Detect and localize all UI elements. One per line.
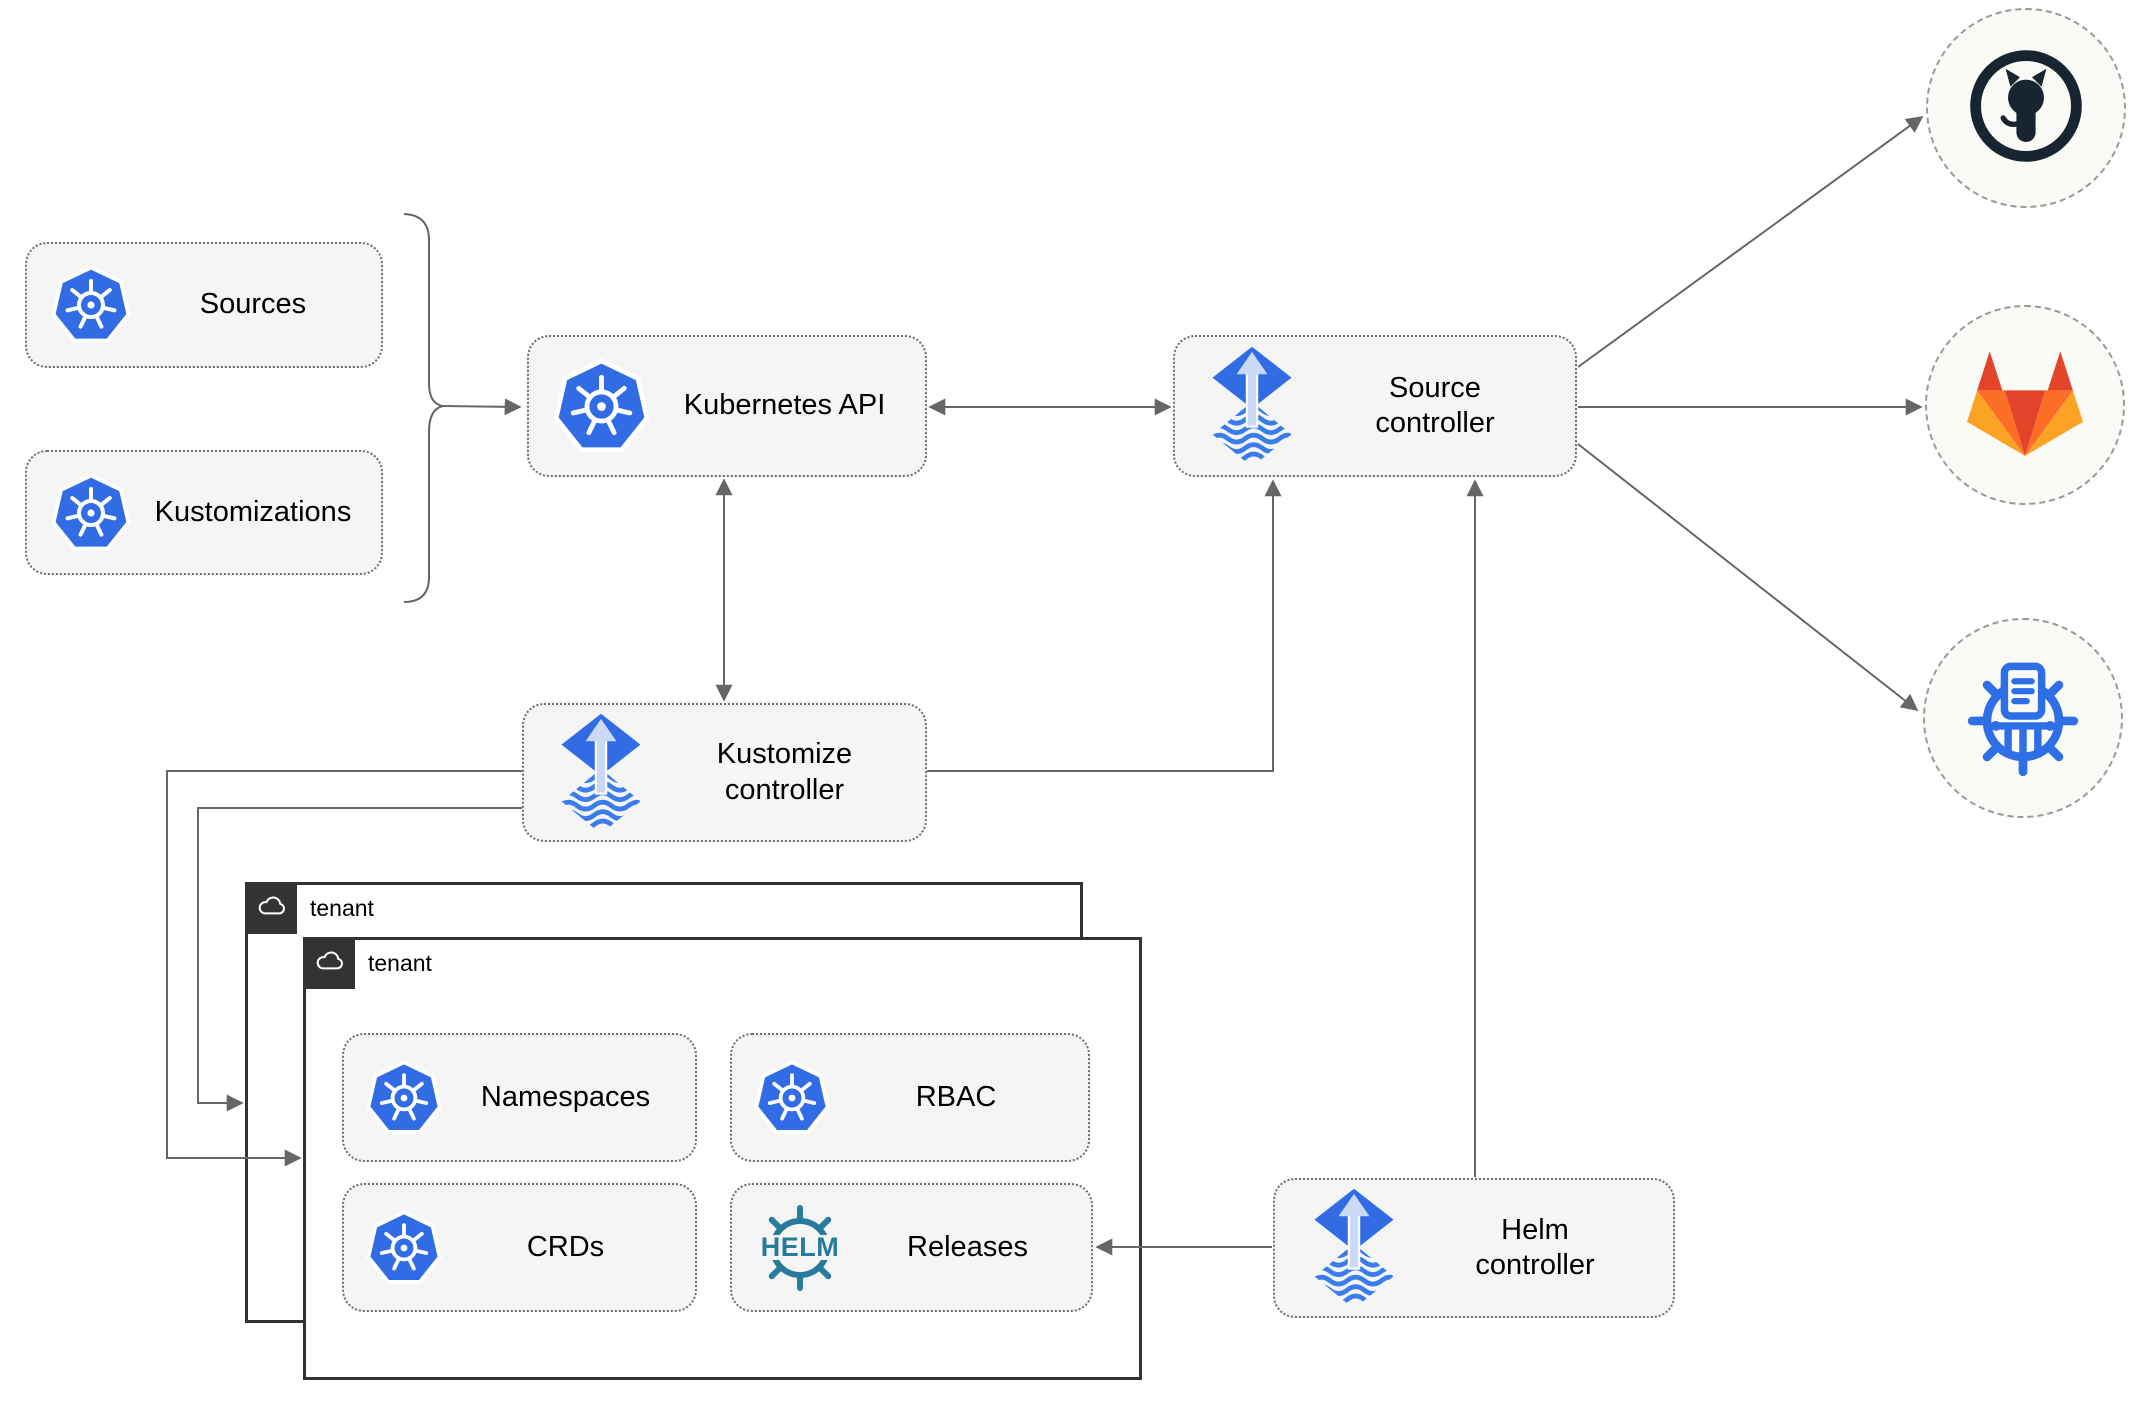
tenant-tab: [245, 882, 297, 934]
flux-icon: [1311, 1187, 1397, 1309]
node-rbac-label: RBAC: [915, 1080, 997, 1113]
node-namespaces-label: Namespaces: [480, 1080, 651, 1113]
github-octocat-icon: [1966, 46, 2086, 171]
node-kustomize-controller: Kustomize controller: [522, 703, 927, 842]
tenant-tab: [303, 937, 355, 989]
node-helm-controller: Helm controller: [1273, 1178, 1675, 1318]
helm-logo-text: HELM: [761, 1232, 840, 1262]
node-releases-label: Releases: [907, 1230, 1028, 1263]
node-kustomize-controller-label: Kustomize controller: [716, 738, 853, 806]
tenant-label: tenant: [310, 894, 374, 921]
arrow-kustomize-controller-to-source-controller: [927, 479, 1282, 772]
arrow-source-controller-to-chartmuseum: [1577, 443, 1919, 712]
node-namespaces: Namespaces: [342, 1033, 697, 1162]
github-circle: [1926, 8, 2126, 208]
bracket-sources-group: [403, 213, 444, 603]
gitlab-circle: [1925, 305, 2125, 505]
node-crds: CRDs: [342, 1183, 697, 1312]
node-helm-controller-label: Helm controller: [1475, 1213, 1595, 1281]
helm-wheel-icon: HELM: [750, 1198, 850, 1298]
node-sources-label: Sources: [199, 288, 307, 321]
node-kustomizations-label: Kustomizations: [154, 495, 352, 528]
tenant-label: tenant: [368, 949, 432, 976]
kubernetes-icon: [51, 265, 131, 345]
flux-icon: [1209, 345, 1295, 467]
flux-icon: [558, 712, 644, 834]
chartmuseum-wheel-icon: [1961, 654, 2085, 783]
node-source-controller-label: Source controller: [1375, 371, 1495, 439]
kubernetes-icon: [366, 1060, 442, 1136]
node-releases: HELM Releases: [730, 1183, 1093, 1312]
kubernetes-icon: [51, 473, 131, 553]
node-rbac: RBAC: [730, 1033, 1090, 1162]
cloud-icon: [313, 950, 345, 977]
kubernetes-icon: [366, 1210, 442, 1286]
gitlab-tanuki-icon: [1962, 345, 2088, 466]
node-crds-label: CRDs: [526, 1230, 605, 1263]
chartmuseum-circle: [1923, 618, 2123, 818]
cloud-icon: [255, 895, 287, 922]
kubernetes-icon: [553, 358, 650, 455]
kubernetes-icon: [754, 1060, 830, 1136]
node-kubernetes-api-label: Kubernetes API: [683, 389, 886, 422]
node-source-controller: Source controller: [1173, 335, 1577, 477]
node-sources: Sources: [25, 242, 383, 368]
arrow-group-to-kubernetes-api: [442, 398, 522, 416]
arrow-source-controller-to-github: [1577, 116, 1924, 368]
node-kubernetes-api: Kubernetes API: [527, 335, 927, 477]
node-kustomizations: Kustomizations: [25, 450, 383, 575]
